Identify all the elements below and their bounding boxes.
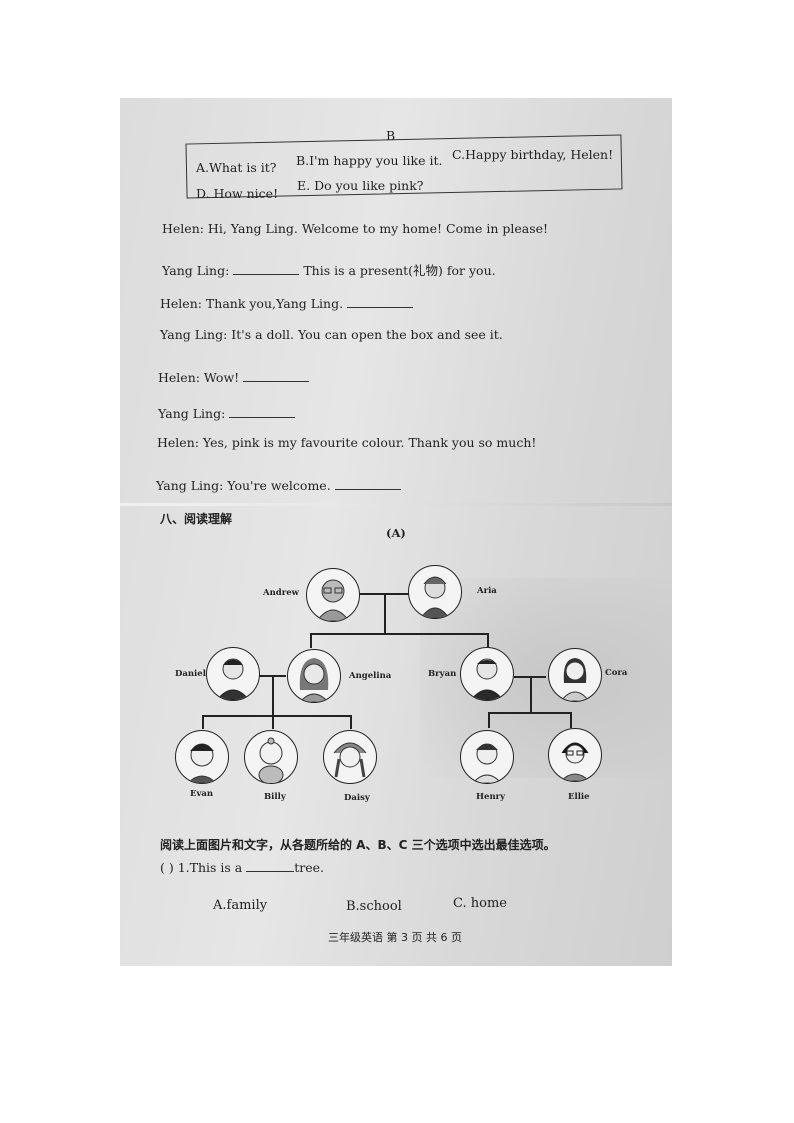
portrait-cora — [548, 648, 602, 702]
portrait-billy — [244, 730, 298, 784]
tree-line — [350, 715, 352, 729]
name-billy: Billy — [264, 792, 286, 802]
tree-line — [487, 633, 489, 648]
boy-icon — [472, 743, 502, 783]
answer-blank-5[interactable] — [334, 479, 401, 490]
reading-instruction: 阅读上面图片和文字，从各题所给的 A、B、C 三个选项中选出最佳选项。 — [160, 838, 556, 852]
dialogue-text: Yang Ling: You're welcome. — [156, 478, 331, 493]
tree-line — [570, 712, 572, 728]
tree-line — [488, 712, 570, 714]
name-bryan: Bryan — [428, 669, 457, 679]
tree-line — [488, 712, 490, 728]
answer-blank-1[interactable] — [233, 264, 300, 275]
portrait-daisy — [323, 730, 377, 784]
question-1: ( ) 1.This is a tree. — [160, 860, 324, 875]
paper-fold — [120, 503, 672, 506]
section-8-heading: 八、阅读理解 — [160, 512, 233, 526]
baby-icon — [258, 737, 284, 783]
answer-blank-2[interactable] — [347, 297, 414, 308]
tree-line — [202, 715, 204, 729]
name-daniel: Daniel — [175, 669, 206, 679]
option-e: E. Do you like pink? — [297, 178, 424, 193]
tree-line — [384, 593, 386, 633]
name-andrew: Andrew — [263, 588, 299, 598]
portrait-evan — [175, 730, 229, 784]
dialogue-speaker: Yang Ling: — [162, 263, 230, 278]
dialogue-line-3: Helen: Thank you,Yang Ling. — [160, 296, 414, 311]
paper-shadow — [420, 578, 672, 778]
girl-icon — [333, 742, 367, 778]
option-d: D. How nice! — [196, 186, 279, 201]
question-text: 1.This is a — [177, 860, 243, 875]
q1-option-a: A.family — [213, 898, 268, 913]
dialogue-text: Helen: Thank you,Yang Ling. — [160, 296, 344, 311]
portrait-daniel — [206, 647, 260, 701]
option-a: A.What is it? — [196, 160, 277, 175]
q1-option-c: C. home — [453, 896, 507, 911]
grandma-icon — [420, 576, 450, 618]
boy-icon — [187, 743, 217, 783]
portrait-henry — [460, 730, 514, 784]
name-evan: Evan — [190, 789, 214, 799]
dialogue-line-5: Helen: Wow! — [158, 370, 310, 385]
tree-line — [310, 633, 488, 635]
tree-line — [530, 676, 532, 712]
q1-option-b: B.school — [346, 899, 402, 914]
option-b: B.I'm happy you like it. — [296, 153, 443, 168]
question-text: tree. — [294, 860, 325, 875]
section-a-label: (A) — [386, 526, 406, 540]
dialogue-text: This is a present(礼物) for you. — [303, 263, 496, 278]
dialogue-line-6: Yang Ling: — [158, 406, 296, 421]
girl-icon — [560, 742, 590, 781]
man-icon — [470, 658, 504, 700]
grandpa-icon — [316, 579, 350, 621]
exam-page: B A.What is it? B.I'm happy you like it.… — [120, 98, 672, 966]
dialogue-line-8: Yang Ling: You're welcome. — [156, 478, 401, 493]
dialogue-line-4: Yang Ling: It's a doll. You can open the… — [160, 327, 503, 342]
dialogue-line-1: Helen: Hi, Yang Ling. Welcome to my home… — [162, 221, 549, 236]
portrait-angelina — [287, 649, 341, 703]
portrait-bryan — [460, 647, 514, 701]
name-cora: Cora — [605, 668, 628, 678]
name-ellie: Ellie — [568, 792, 590, 802]
question-blank — [246, 861, 295, 872]
name-daisy: Daisy — [344, 793, 370, 803]
tree-line — [310, 633, 312, 648]
name-henry: Henry — [476, 792, 506, 802]
answer-blank-3[interactable] — [243, 371, 310, 382]
answer-paren[interactable]: ( ) — [160, 860, 174, 875]
dialogue-line-7: Helen: Yes, pink is my favourite colour.… — [157, 435, 537, 450]
woman-icon — [299, 658, 329, 702]
section-b-title: B — [386, 128, 396, 143]
portrait-andrew — [306, 568, 360, 622]
dialogue-speaker: Yang Ling: — [158, 406, 226, 421]
tree-line — [272, 715, 274, 729]
man-icon — [216, 658, 250, 700]
portrait-ellie — [548, 728, 602, 782]
answer-blank-4[interactable] — [229, 407, 296, 418]
dialogue-text: Helen: Wow! — [158, 370, 240, 385]
name-aria: Aria — [477, 586, 497, 596]
woman-icon — [560, 658, 590, 701]
dialogue-line-2: Yang Ling: This is a present(礼物) for you… — [162, 260, 496, 279]
option-c: C.Happy birthday, Helen! — [452, 147, 614, 162]
portrait-aria — [408, 565, 462, 619]
page-footer: 三年级英语 第 3 页 共 6 页 — [328, 931, 462, 944]
tree-line — [202, 715, 350, 717]
name-angelina: Angelina — [349, 671, 392, 681]
tree-line — [272, 675, 274, 715]
